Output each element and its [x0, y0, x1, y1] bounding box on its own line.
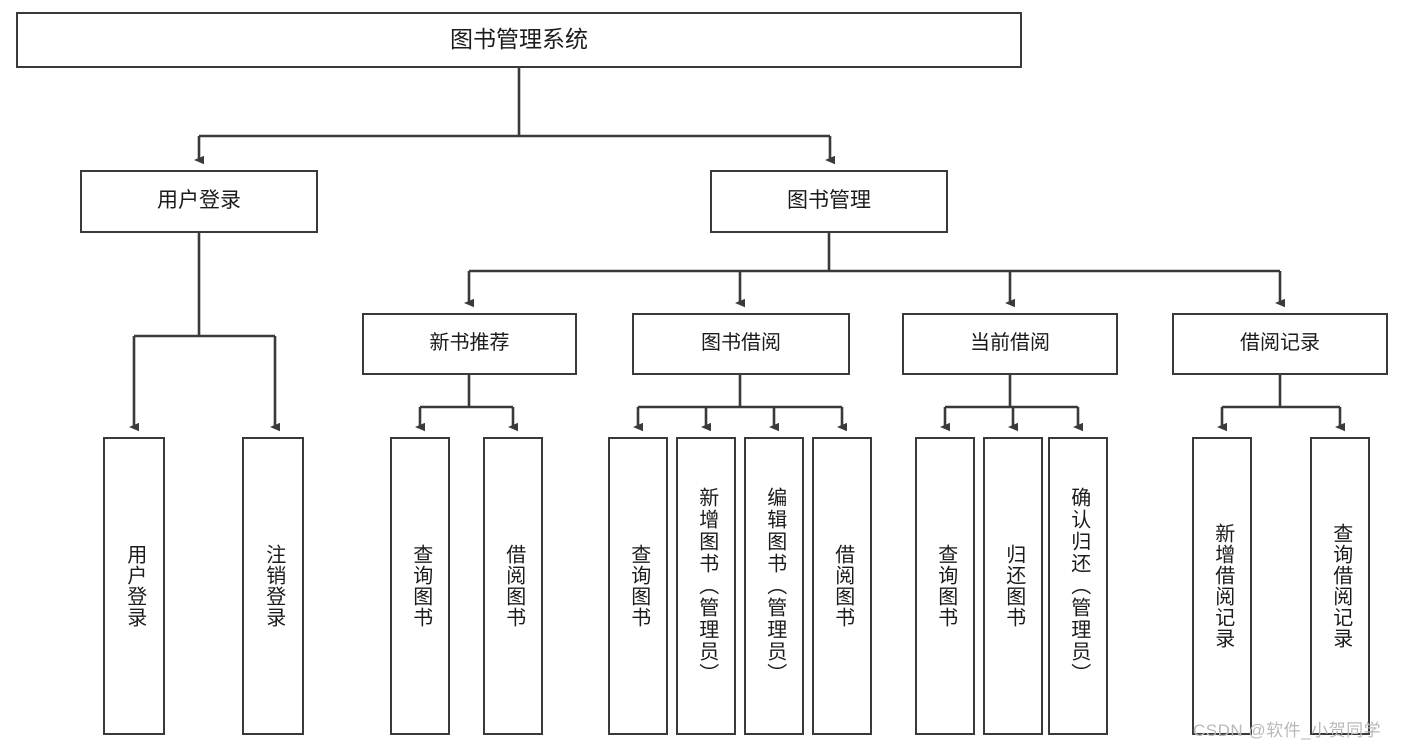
watermark-label: CSDN @软件_小贺同学: [1193, 721, 1382, 740]
leaf-node: 查询借阅记录: [1310, 437, 1370, 735]
leaf-node: 新增图书（管理员）: [676, 437, 736, 735]
node-current-borrow: 当前借阅: [902, 313, 1118, 375]
node-book-borrow: 图书借阅: [632, 313, 850, 375]
node-book-management: 图书管理: [710, 170, 948, 233]
leaf-node: 借阅图书: [483, 437, 543, 735]
leaf-node: 归还图书: [983, 437, 1043, 735]
leaf-node: 查询图书: [915, 437, 975, 735]
leaf-node: 查询图书: [390, 437, 450, 735]
leaf-node: 新增借阅记录: [1192, 437, 1252, 735]
node-borrow-record: 借阅记录: [1172, 313, 1388, 375]
leaf-node: 注销登录: [242, 437, 304, 735]
leaf-node: 用户登录: [103, 437, 165, 735]
node-root-system: 图书管理系统: [16, 12, 1022, 68]
leaf-node: 确认归还（管理员）: [1048, 437, 1108, 735]
leaf-node: 编辑图书（管理员）: [744, 437, 804, 735]
leaf-node: 查询图书: [608, 437, 668, 735]
node-new-book-recommend: 新书推荐: [362, 313, 577, 375]
node-user-login: 用户登录: [80, 170, 318, 233]
leaf-node: 借阅图书: [812, 437, 872, 735]
